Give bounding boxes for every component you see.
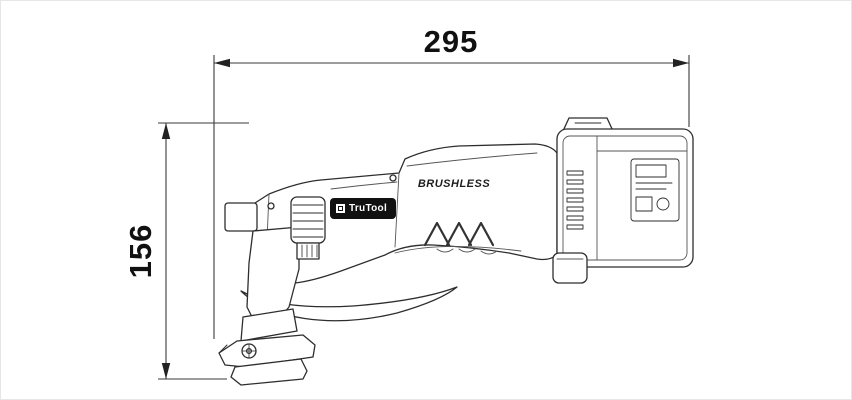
drive-ring-stack: [290, 196, 326, 260]
lower-blade-plate: [230, 358, 308, 386]
brushless-label: BRUSHLESS: [417, 178, 491, 190]
battery-icon: [635, 196, 653, 212]
anvil-tip-line: [218, 344, 228, 354]
trigger-block: [552, 252, 588, 284]
height-dimension-label: 156: [123, 223, 158, 279]
dimension-annotations: [158, 55, 690, 380]
blade-bolt-icon: [241, 343, 257, 359]
head-protrusion: [224, 202, 258, 232]
screw-icon: [389, 174, 397, 182]
screw-icon: [267, 202, 275, 210]
trutool-badge: TruTool: [330, 198, 396, 219]
trumpf-logo-icon: [336, 204, 345, 213]
grip-chevrons: [423, 221, 495, 247]
anvil-plate: [218, 334, 316, 368]
certification-icon: [656, 197, 670, 211]
battery-vents: [566, 170, 584, 230]
trutool-brand-label: TruTool: [349, 203, 388, 214]
chip-guard: [240, 286, 458, 322]
motor-housing: [254, 143, 558, 288]
arrowhead-down-icon: [161, 363, 171, 379]
width-dimension-label: 295: [423, 24, 479, 59]
arrowhead-up-icon: [161, 123, 171, 139]
battery-pack: [556, 117, 694, 268]
upper-blade: [240, 308, 298, 342]
tool-drawing: [218, 117, 694, 386]
battery-info-label: [630, 158, 680, 222]
arrowhead-right-icon: [673, 58, 689, 68]
arrowhead-left-icon: [214, 58, 230, 68]
